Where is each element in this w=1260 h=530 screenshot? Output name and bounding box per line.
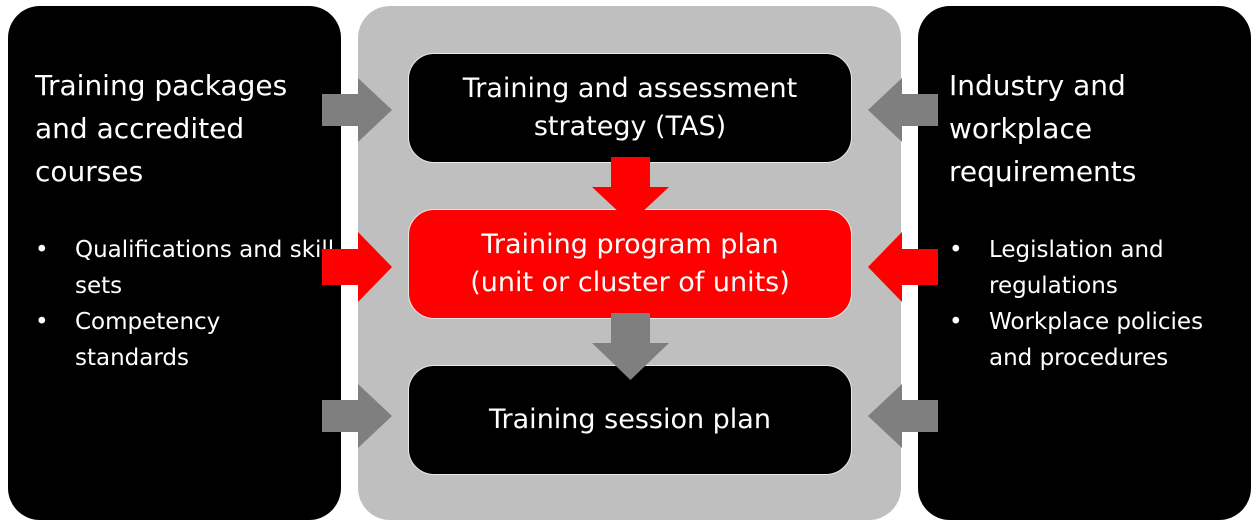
session-plan-label: Training session plan (489, 404, 771, 435)
program-plan-box: Training program plan (unit or cluster o… (408, 209, 852, 319)
list-item: • Workplace policies and procedures (949, 304, 1251, 376)
program-plan-label: Training program plan (unit or cluster o… (470, 229, 790, 298)
arrow-left-icon (868, 78, 938, 142)
list-item: • Qualifications and skill sets (35, 232, 341, 304)
tas-box: Training and assessment strategy (TAS) (408, 53, 852, 163)
list-item: • Legislation and regulations (949, 232, 1251, 304)
right-bullet-list: • Legislation and regulations • Workplace … (949, 232, 1251, 376)
bullet-icon: • (949, 309, 963, 335)
left-panel: Training packages and accredited courses… (8, 6, 341, 520)
right-panel-title: Industry and workplace requirements (949, 69, 1137, 188)
bullet-icon: • (949, 237, 963, 263)
bullet-icon: • (35, 237, 49, 263)
arrow-right-icon (322, 232, 392, 302)
left-bullet-list: • Qualifications and skill sets • Competen… (35, 232, 341, 376)
arrow-left-icon (868, 232, 938, 302)
arrow-down-icon (592, 313, 669, 380)
left-panel-title: Training packages and accredited courses (35, 69, 288, 188)
bullet-icon: • (35, 309, 49, 335)
arrow-right-icon (322, 78, 392, 142)
bullet-text: Workplace policies and procedures (989, 309, 1204, 371)
session-plan-box: Training session plan (408, 365, 852, 475)
bullet-text: Competency standards (75, 309, 221, 371)
right-panel: Industry and workplace requirements • Leg… (918, 6, 1251, 520)
arrow-right-icon (322, 384, 392, 448)
bullet-text: Qualifications and skill sets (75, 237, 335, 299)
arrow-left-icon (868, 384, 938, 448)
tas-label: Training and assessment strategy (TAS) (462, 73, 798, 142)
bullet-text: Legislation and regulations (989, 237, 1164, 299)
list-item: • Competency standards (35, 304, 341, 376)
arrow-down-icon (592, 157, 669, 223)
